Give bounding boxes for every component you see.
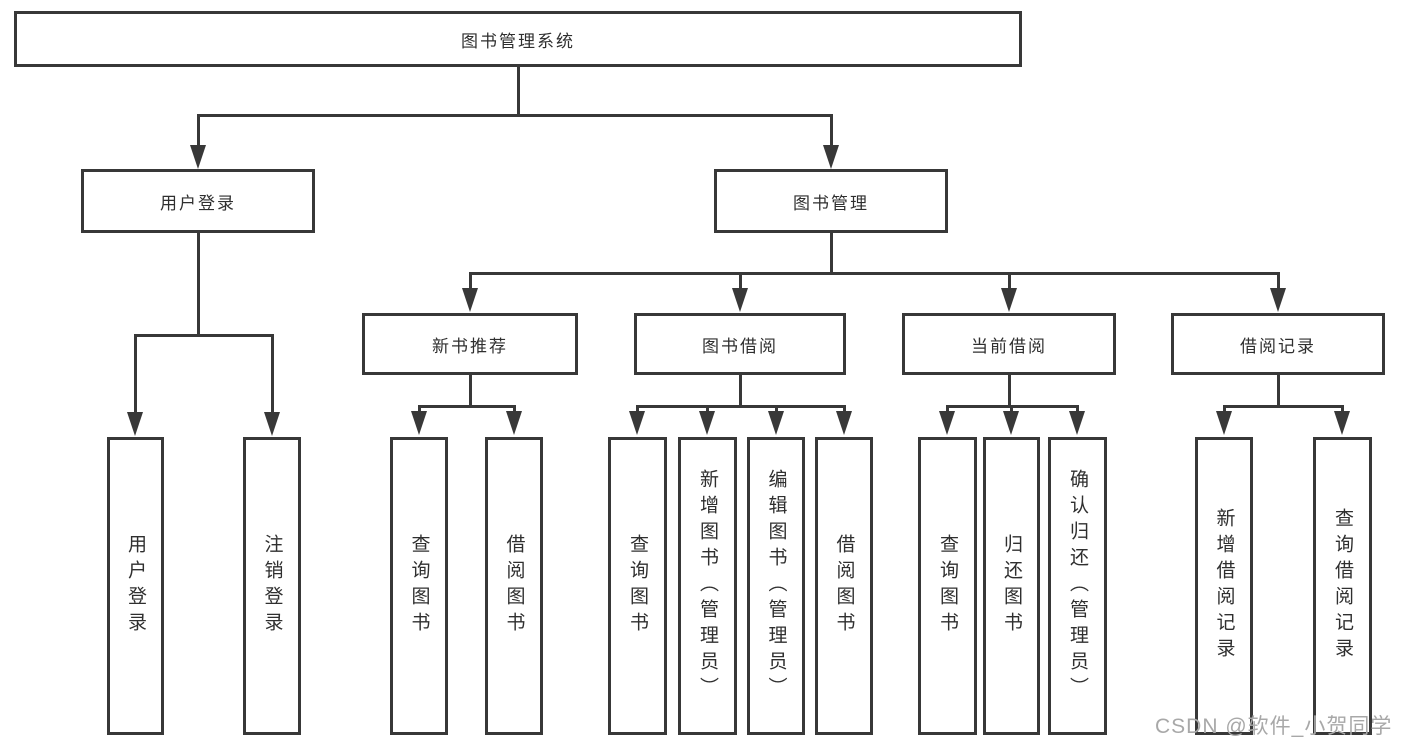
leaf-box-borrow-query: 查询图书: [608, 437, 667, 735]
connector-arm-g4-leaf1: [1223, 405, 1226, 415]
csdn-watermark: CSDN @软件_小贺同学: [1155, 715, 1393, 738]
connector-arm-login-leaf2: [271, 334, 274, 414]
leaf-box-current-return: 归还图书: [983, 437, 1040, 735]
connector-level2-bar: [197, 114, 833, 117]
connector-arm-login-leaf1: [134, 334, 137, 414]
connector-level3-bar: [469, 272, 1280, 275]
connector-arm-g3-leaf1: [946, 405, 949, 415]
connector-arm-group4: [1277, 272, 1280, 292]
arrowhead-group3: [1001, 288, 1017, 312]
connector-arm-g3-leaf3: [1076, 405, 1079, 415]
connector-arm-g1-leaf2: [513, 405, 516, 415]
connector-arm-group3: [1008, 272, 1011, 292]
leaf-box-logout: 注销登录: [243, 437, 301, 735]
arrowhead-g3-leaf2: [1003, 411, 1019, 435]
branch-box-user-login: 用户登录: [81, 169, 315, 233]
arrowhead-g4-leaf2: [1334, 411, 1350, 435]
connector-group2-stem: [739, 374, 742, 407]
arrowhead-g2-leaf3: [768, 411, 784, 435]
connector-arm-g2-leaf3: [775, 405, 778, 415]
group-box-book-borrow: 图书借阅: [634, 313, 846, 375]
connector-arm-g3-leaf2: [1010, 405, 1013, 415]
group-box-new-books: 新书推荐: [362, 313, 578, 375]
connector-arm-g4-leaf2: [1341, 405, 1344, 415]
leaf-box-user-login: 用户登录: [107, 437, 164, 735]
connector-group3-stem: [1008, 374, 1011, 407]
connector-user-login-bar: [134, 334, 274, 337]
leaf-box-newbooks-query: 查询图书: [390, 437, 448, 735]
arrowhead-g2-leaf2: [699, 411, 715, 435]
connector-arm-group1: [469, 272, 472, 292]
connector-arm-g2-leaf2: [706, 405, 709, 415]
arrowhead-group2: [732, 288, 748, 312]
connector-group1-bar: [418, 405, 516, 408]
arrowhead-user-login: [190, 145, 206, 169]
arrowhead-group4: [1270, 288, 1286, 312]
leaf-box-newbooks-borrow: 借阅图书: [485, 437, 543, 735]
group-box-current-borrow: 当前借阅: [902, 313, 1116, 375]
arrowhead-g2-leaf4: [836, 411, 852, 435]
arrowhead-group1: [462, 288, 478, 312]
connector-arm-g1-leaf1: [418, 405, 421, 415]
connector-arm-user-login: [197, 114, 200, 148]
branch-box-book-mgmt: 图书管理: [714, 169, 948, 233]
arrowhead-login-leaf1: [127, 412, 143, 436]
leaf-box-borrow-borrow: 借阅图书: [815, 437, 873, 735]
connector-group1-stem: [469, 374, 472, 407]
arrowhead-login-leaf2: [264, 412, 280, 436]
leaf-box-borrow-add-admin: 新增图书（管理员）: [678, 437, 737, 735]
connector-arm-g2-leaf1: [636, 405, 639, 415]
leaf-box-current-confirm-admin: 确认归还（管理员）: [1048, 437, 1107, 735]
leaf-box-records-add: 新增借阅记录: [1195, 437, 1253, 735]
connector-arm-g2-leaf4: [843, 405, 846, 415]
arrowhead-g2-leaf1: [629, 411, 645, 435]
connector-user-login-stem: [197, 232, 200, 336]
connector-group4-stem: [1277, 374, 1280, 407]
arrowhead-book-mgmt: [823, 145, 839, 169]
connector-root-stem: [517, 66, 520, 116]
leaf-box-borrow-edit-admin: 编辑图书（管理员）: [747, 437, 805, 735]
arrowhead-g1-leaf2: [506, 411, 522, 435]
connector-arm-group2: [739, 272, 742, 292]
arrowhead-g4-leaf1: [1216, 411, 1232, 435]
connector-book-mgmt-stem: [830, 232, 833, 275]
arrowhead-g3-leaf3: [1069, 411, 1085, 435]
leaf-box-current-query: 查询图书: [918, 437, 977, 735]
connector-group2-bar: [636, 405, 846, 408]
connector-group4-bar: [1223, 405, 1344, 408]
leaf-box-records-query: 查询借阅记录: [1313, 437, 1372, 735]
arrowhead-g1-leaf1: [411, 411, 427, 435]
arrowhead-g3-leaf1: [939, 411, 955, 435]
connector-arm-book-mgmt: [830, 114, 833, 148]
root-box-system-title: 图书管理系统: [14, 11, 1022, 67]
group-box-borrow-records: 借阅记录: [1171, 313, 1385, 375]
